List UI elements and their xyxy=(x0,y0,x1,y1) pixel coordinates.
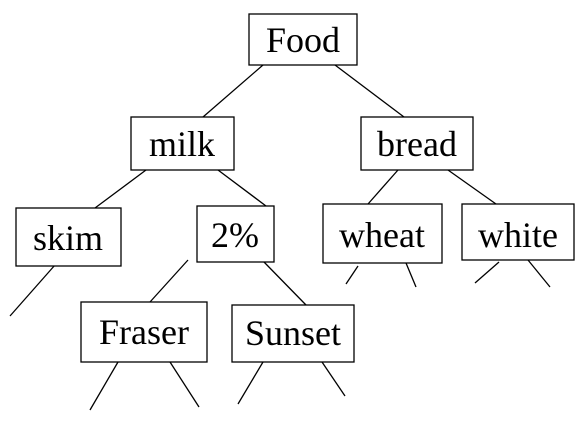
node-food-box xyxy=(248,13,358,66)
edge-bread-wheat xyxy=(367,169,399,205)
node-fraser: Fraser xyxy=(80,301,208,363)
node-white: white xyxy=(461,203,575,261)
node-sunset-box xyxy=(231,304,355,363)
node-wheat-label: wheat xyxy=(339,215,425,255)
stub-wheat-right xyxy=(405,262,417,288)
stub-wheat-left xyxy=(345,265,359,285)
node-milk: milk xyxy=(130,116,235,171)
tree-edges xyxy=(94,64,497,306)
stub-skim-left xyxy=(9,264,56,317)
edge-milk-skim xyxy=(94,169,147,209)
edge-milk-2pct xyxy=(217,169,267,207)
node-bread: bread xyxy=(360,116,474,171)
stub-white-left xyxy=(474,261,500,284)
node-skim-label: skim xyxy=(33,218,103,258)
node-sunset-label: Sunset xyxy=(245,313,341,353)
edge-2pct-sunset xyxy=(263,261,307,306)
edge-food-bread xyxy=(334,64,405,118)
node-skim: skim xyxy=(15,207,122,267)
node-2pct-label: 2% xyxy=(211,215,259,255)
stub-sunset-right xyxy=(321,361,346,397)
node-milk-label: milk xyxy=(149,124,215,164)
node-sunset: Sunset xyxy=(231,304,355,363)
node-milk-box xyxy=(130,116,235,171)
node-fraser-box xyxy=(80,301,208,363)
node-bread-box xyxy=(360,116,474,171)
node-skim-box xyxy=(15,207,122,267)
edge-2pct-fraser xyxy=(149,259,189,303)
edge-bread-white xyxy=(447,169,497,205)
node-bread-label: bread xyxy=(377,124,457,164)
stub-fraser-left xyxy=(89,361,119,411)
stub-fraser-right xyxy=(169,361,200,408)
node-white-box xyxy=(461,203,575,261)
stub-branches xyxy=(9,259,551,411)
node-fraser-label: Fraser xyxy=(99,312,189,352)
node-2pct-box xyxy=(196,205,275,263)
node-food: Food xyxy=(248,13,358,66)
node-wheat: wheat xyxy=(322,203,443,264)
edge-food-milk xyxy=(202,64,264,118)
stub-white-right xyxy=(527,259,551,288)
node-wheat-box xyxy=(322,203,443,264)
node-2pct: 2% xyxy=(196,205,275,263)
stub-sunset-left xyxy=(237,361,264,405)
node-white-label: white xyxy=(478,215,558,255)
node-food-label: Food xyxy=(266,20,340,60)
